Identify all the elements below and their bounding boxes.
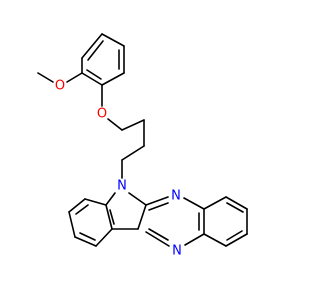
bond [101,33,125,47]
atom-ring-n: N [117,179,127,194]
bond [107,118,123,131]
bond-double [226,202,244,213]
bond [121,145,145,161]
bond-double [79,232,96,241]
bond [101,72,125,86]
bond [105,204,113,230]
bond [225,196,248,210]
bond [145,231,170,247]
bond [81,72,103,86]
bond [81,33,103,59]
methoxyphenyl-ring [81,33,125,86]
structure-svg: O O N N N [37,33,248,259]
bond [225,233,248,247]
bond [84,198,107,206]
bond [68,198,86,213]
bond [95,228,113,247]
bond [68,211,76,238]
bond-double [75,204,89,215]
bond-double [226,230,243,241]
bond-double [148,202,169,211]
atom-pyrazine-n-upper: N [171,189,181,204]
bond-double [109,209,115,225]
bond [145,196,169,206]
bond-double [87,40,104,61]
atom-ether-o: O [97,107,107,122]
bond [184,233,205,246]
bond [121,119,145,131]
bond [105,192,116,206]
bond [203,196,227,210]
bond [137,204,147,230]
atom-pyrazine-n-lower: N [172,244,182,259]
bond [203,233,227,247]
bond [183,197,205,210]
bond [37,72,54,83]
bond [66,72,83,83]
molecule-structure-diagram: O O N N N [37,33,248,259]
bond [74,236,97,247]
bond-double [86,69,102,80]
bond-double [148,228,169,241]
atom-methoxy-o: O [55,79,65,94]
bond [128,192,147,206]
